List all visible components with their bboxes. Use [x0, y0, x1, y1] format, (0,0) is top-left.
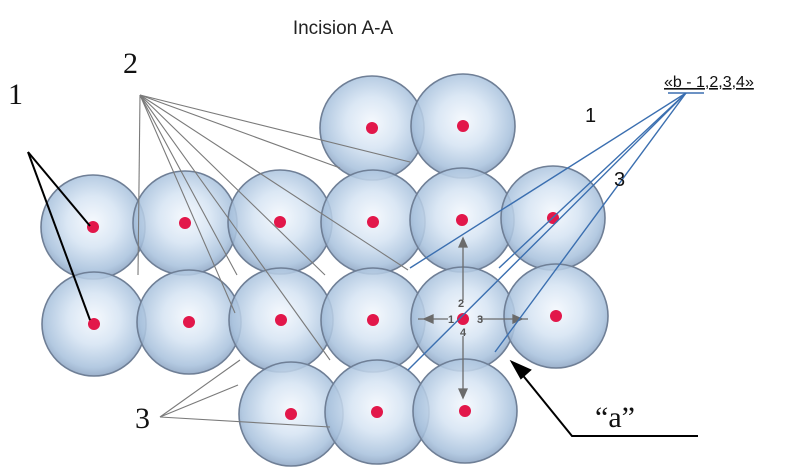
inner-label-2: 2 — [458, 298, 464, 310]
label-1: 1 — [8, 78, 23, 111]
inner-label-3: 3 — [477, 314, 483, 326]
right-label-3: 3 — [614, 169, 625, 191]
sphere-center-dot — [371, 406, 383, 418]
sphere-center-dot — [367, 216, 379, 228]
sphere-center-dot — [459, 405, 471, 417]
center-arrows — [418, 236, 528, 400]
inner-label-1: 1 — [448, 314, 454, 326]
leaders-label-b — [407, 92, 704, 371]
sphere-center-dot — [457, 313, 469, 325]
leaders-label-2 — [137, 94, 411, 361]
label-a: “a” — [595, 401, 635, 434]
sphere-center-dot — [275, 314, 287, 326]
label-b: «b - 1,2,3,4» — [664, 74, 754, 91]
label-2: 2 — [123, 47, 138, 80]
diagram-title: Incision A-A — [293, 18, 394, 39]
leaders-label-3 — [159, 359, 331, 428]
sphere-center-dot — [274, 216, 286, 228]
right-label-1: 1 — [585, 105, 596, 127]
sphere-center-dot — [285, 408, 297, 420]
sphere-center-dot — [366, 122, 378, 134]
sphere-center-dot — [88, 318, 100, 330]
label-3: 3 — [135, 402, 150, 435]
sphere-center-dot — [456, 214, 468, 226]
sphere-center-dot — [87, 221, 99, 233]
inner-label-4: 4 — [460, 327, 467, 339]
leaders-label-1 — [27, 151, 91, 321]
sphere-center-dot — [367, 314, 379, 326]
sphere-group — [40, 73, 609, 467]
sphere-center-dot — [457, 120, 469, 132]
sphere-center-dot — [550, 310, 562, 322]
sphere-center-dot — [179, 217, 191, 229]
pointer-a — [509, 359, 698, 437]
sphere-center-dot — [183, 316, 195, 328]
